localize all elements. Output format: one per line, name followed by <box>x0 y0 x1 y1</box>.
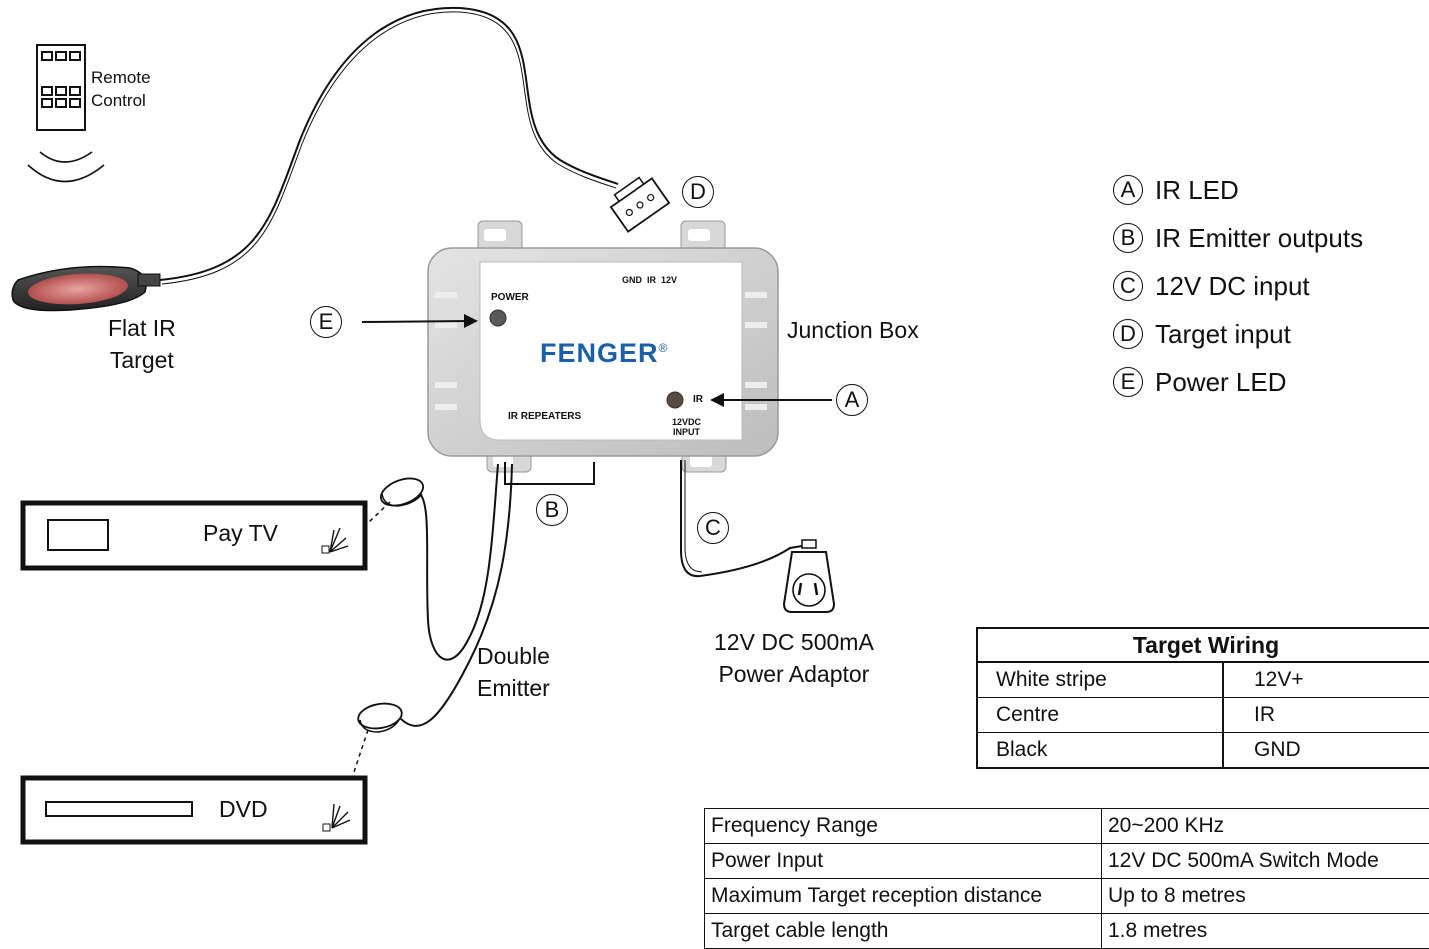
legend-item: B IR Emitter outputs <box>1113 214 1363 262</box>
legend-text: 12V DC input <box>1155 271 1310 302</box>
ir-marking: IR <box>693 393 703 407</box>
brand-name: FENGER <box>540 338 659 368</box>
remote-control-label: Remote Control <box>91 66 151 112</box>
dvd-device <box>23 778 365 842</box>
table-row: Target cable length 1.8 metres <box>705 914 1429 949</box>
ir-repeaters-marking: IR REPEATERS <box>508 410 581 424</box>
double-emitter-label-line: Emitter <box>477 672 550 704</box>
flat-ir-target-label: Flat IR Target <box>108 312 176 376</box>
callout-e: E <box>310 306 342 338</box>
dvd-label: DVD <box>219 793 268 825</box>
emitter-head-icon <box>377 473 427 511</box>
target-wiring-table: Target Wiring White stripe 12V+ Centre I… <box>976 627 1429 769</box>
wire-name: White stripe <box>977 662 1223 698</box>
callout-b: B <box>536 494 568 526</box>
spec-value: Up to 8 metres <box>1102 879 1429 914</box>
wire-signal: 12V+ <box>1223 662 1429 698</box>
spec-name: Power Input <box>705 844 1102 879</box>
spec-name: Target cable length <box>705 914 1102 949</box>
target-cable <box>160 8 618 280</box>
wire-signal: GND <box>1223 733 1429 769</box>
legend-item: E Power LED <box>1113 358 1363 406</box>
remote-control-icon <box>37 45 85 130</box>
legend-text: Target input <box>1155 319 1291 350</box>
remote-control-label-line: Control <box>91 89 151 112</box>
wire-name: Centre <box>977 698 1223 733</box>
legend-text: IR Emitter outputs <box>1155 223 1363 254</box>
table-row: Power Input 12V DC 500mA Switch Mode <box>705 844 1429 879</box>
legend-letter: D <box>1113 319 1143 349</box>
table-row: White stripe 12V+ <box>977 662 1429 698</box>
pay-tv-device <box>23 503 365 568</box>
double-emitter-label: Double Emitter <box>477 640 550 704</box>
target-connector-icon <box>606 172 669 232</box>
legend-letter: A <box>1113 175 1143 205</box>
spec-value: 20~200 KHz <box>1102 809 1429 844</box>
power-adaptor-label: 12V DC 500mA Power Adaptor <box>714 626 874 690</box>
flat-ir-target-icon <box>12 267 160 311</box>
flat-ir-target-label-line: Flat IR <box>108 312 176 344</box>
table-row: Black GND <box>977 733 1429 769</box>
flat-ir-target-label-line: Target <box>108 344 176 376</box>
input-12vdc-marking: 12VDC INPUT <box>672 417 701 437</box>
legend-text: Power LED <box>1155 367 1287 398</box>
spec-value: 12V DC 500mA Switch Mode <box>1102 844 1429 879</box>
legend-letter: E <box>1113 367 1143 397</box>
legend-letter: C <box>1113 271 1143 301</box>
spec-value: 1.8 metres <box>1102 914 1429 949</box>
power-adaptor-icon <box>784 540 834 612</box>
power-marking: POWER <box>491 291 529 305</box>
legend-letter: B <box>1113 223 1143 253</box>
table-row: Frequency Range 20~200 KHz <box>705 809 1429 844</box>
callout-d: D <box>682 176 714 208</box>
table-header-row: Target Wiring <box>977 628 1429 662</box>
spec-name: Frequency Range <box>705 809 1102 844</box>
wire-name: Black <box>977 733 1223 769</box>
legend: A IR LED B IR Emitter outputs C 12V DC i… <box>1113 166 1363 406</box>
wire-signal: IR <box>1223 698 1429 733</box>
power-adaptor-label-line: Power Adaptor <box>714 658 874 690</box>
spec-name: Maximum Target reception distance <box>705 879 1102 914</box>
callout-c: C <box>697 512 729 544</box>
power-adaptor-label-line: 12V DC 500mA <box>714 626 874 658</box>
callout-a: A <box>836 384 868 416</box>
legend-item: C 12V DC input <box>1113 262 1363 310</box>
legend-item: D Target input <box>1113 310 1363 358</box>
registered-mark: ® <box>659 341 669 355</box>
emitter-cable <box>418 464 498 660</box>
emitter-head-icon <box>356 700 403 732</box>
terminals-marking: GND IR 12V <box>622 273 677 287</box>
double-emitter-label-line: Double <box>477 640 550 672</box>
table-row: Centre IR <box>977 698 1429 733</box>
target-wiring-title: Target Wiring <box>977 628 1429 662</box>
remote-control-label-line: Remote <box>91 66 151 89</box>
brand-logo: FENGER® <box>540 332 668 369</box>
ir-signal-icon <box>40 152 92 162</box>
specifications-table: Frequency Range 20~200 KHz Power Input 1… <box>704 808 1429 949</box>
legend-item: A IR LED <box>1113 166 1363 214</box>
input-12vdc-line: 12VDC <box>672 417 701 427</box>
legend-text: IR LED <box>1155 175 1239 206</box>
junction-box-label: Junction Box <box>787 314 919 346</box>
pay-tv-label: Pay TV <box>203 517 278 549</box>
power-cable <box>685 460 702 572</box>
table-row: Maximum Target reception distance Up to … <box>705 879 1429 914</box>
input-12vdc-line: INPUT <box>672 427 701 437</box>
ir-signal-icon <box>28 165 104 182</box>
